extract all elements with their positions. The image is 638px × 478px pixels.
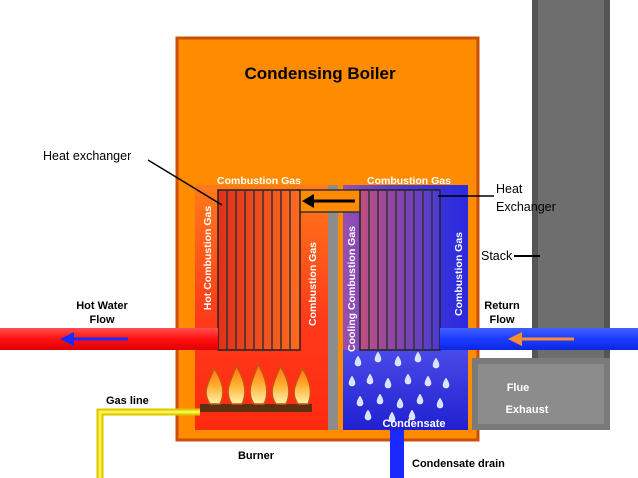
condensate-drain-pipe bbox=[390, 430, 404, 478]
label-combustion-gas-top-left: Combustion Gas bbox=[217, 175, 301, 187]
return-flow-arrow-icon bbox=[508, 332, 574, 346]
flue-exhaust-inner bbox=[478, 364, 604, 424]
label-hot-water-2: Flow bbox=[89, 314, 114, 326]
label-hot-combustion-gas: Hot Combustion Gas bbox=[202, 206, 214, 311]
label-return-2: Flow bbox=[489, 314, 514, 326]
cool-chamber-bottom bbox=[343, 350, 468, 430]
label-stack: Stack bbox=[481, 249, 513, 263]
label-condensate: Condensate bbox=[383, 418, 446, 430]
hot-water-arrow-icon bbox=[60, 332, 128, 346]
label-condensate-drain: Condensate drain bbox=[412, 458, 505, 470]
label-heat-exchanger-left: Heat exchanger bbox=[43, 149, 131, 163]
label-flue: Flue bbox=[507, 382, 530, 394]
label-cooling-combustion-gas: Cooling Combustion Gas bbox=[346, 226, 358, 352]
burner-flames-icon bbox=[200, 361, 312, 412]
heat-exchanger-left-leader bbox=[147, 159, 223, 206]
label-combustion-gas-right: Combustion Gas bbox=[453, 232, 465, 316]
gas-line-pipe bbox=[96, 408, 200, 478]
center-divider bbox=[328, 185, 338, 430]
label-hot-water-1: Hot Water bbox=[76, 300, 128, 312]
label-exhaust: Exhaust bbox=[506, 404, 549, 416]
label-heat-exchanger-right-1: Heat bbox=[496, 182, 523, 196]
label-return-1: Return bbox=[484, 300, 520, 312]
gas-flow-arrow-icon bbox=[302, 194, 355, 208]
label-combustion-gas-top-right: Combustion Gas bbox=[367, 175, 451, 187]
label-burner: Burner bbox=[238, 450, 275, 462]
diagram-title: Condensing Boiler bbox=[244, 64, 396, 83]
label-heat-exchanger-right-2: Exchanger bbox=[496, 200, 556, 214]
heat-exchanger-right-fins bbox=[359, 189, 441, 351]
label-gas-line: Gas line bbox=[106, 395, 149, 407]
stack-inner bbox=[538, 0, 604, 360]
condensate-drops-icon bbox=[348, 351, 450, 423]
label-combustion-gas-center: Combustion Gas bbox=[307, 242, 319, 326]
heat-exchanger-left-fins bbox=[217, 189, 301, 351]
